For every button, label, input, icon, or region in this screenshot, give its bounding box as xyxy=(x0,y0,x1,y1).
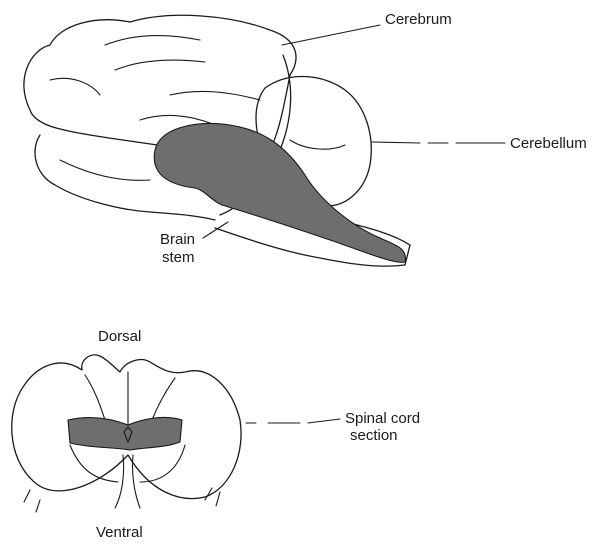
cerebellum-leader xyxy=(372,142,505,143)
label-brain-stem-line2: stem xyxy=(162,250,195,266)
spinal-leader xyxy=(246,419,340,423)
label-spinal-cord-line1: Spinal cord xyxy=(345,411,420,427)
label-cerebellum: Cerebellum xyxy=(510,136,587,152)
ventral-horn-right xyxy=(140,445,185,482)
label-spinal-cord-line2: section xyxy=(350,428,398,444)
cerebellum-fold xyxy=(290,140,345,149)
cerebrum-leader xyxy=(282,25,380,45)
cerebrum-fold-3 xyxy=(50,78,100,95)
brainstem-leader xyxy=(203,222,228,238)
cerebrum-fold-4 xyxy=(170,91,260,100)
label-ventral: Ventral xyxy=(96,525,143,541)
temporal-fold xyxy=(60,160,150,180)
edge-mark-left xyxy=(24,490,40,512)
dorsal-horn-left xyxy=(85,375,105,420)
cerebrum-fold-1 xyxy=(105,35,200,45)
dorsal-horn-right xyxy=(152,378,175,420)
label-cerebrum: Cerebrum xyxy=(385,12,452,28)
spinal-cord-figure xyxy=(12,355,340,512)
label-brain-stem-line1: Brain xyxy=(160,232,195,248)
ventral-horn-left xyxy=(70,445,118,482)
edge-mark-right xyxy=(205,488,220,506)
brainstem-end xyxy=(405,245,410,265)
brain-figure xyxy=(24,15,505,266)
label-dorsal: Dorsal xyxy=(98,329,141,345)
ventral-median-fissure xyxy=(115,455,140,508)
cerebrum-fold-2 xyxy=(115,60,205,70)
